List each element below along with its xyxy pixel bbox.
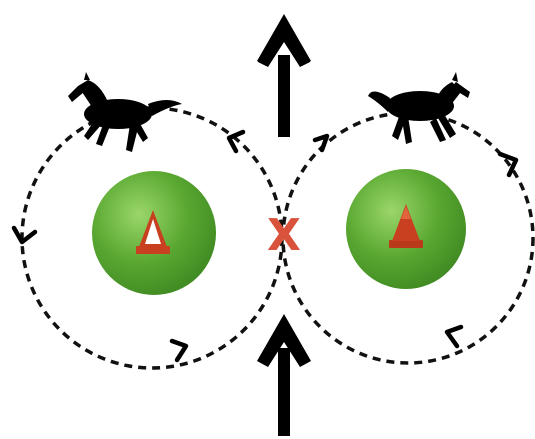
chevron-icon [229,132,243,151]
bottom-arrow-icon [257,314,311,436]
chevron-icon [14,228,35,242]
chevron-icon [315,136,327,150]
right-horse-icon [368,72,470,144]
center-x-mark: X [267,210,301,261]
left-horse-icon [68,72,182,152]
chevron-icon [447,327,461,346]
chevron-icon [172,341,186,360]
top-arrow-icon [257,14,311,137]
